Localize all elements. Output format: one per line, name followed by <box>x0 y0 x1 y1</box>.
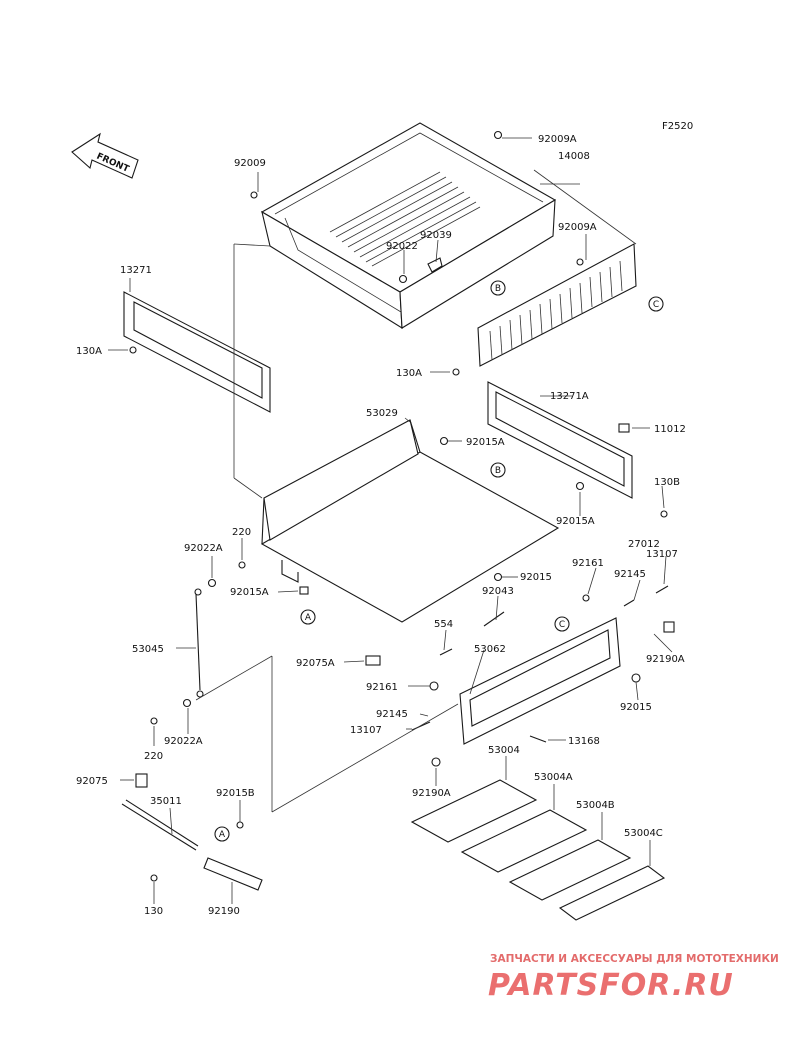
label-92075: 92075 <box>76 776 108 787</box>
label-13168: 13168 <box>568 736 600 747</box>
label-53062: 53062 <box>474 644 506 655</box>
callout-a-bottom: A <box>214 826 230 842</box>
label-13271: 13271 <box>120 265 152 276</box>
label-27012: 27012 <box>628 539 660 550</box>
label-92161-top: 92161 <box>572 558 604 569</box>
pipe-92190-drawing <box>203 857 263 891</box>
label-13107-mid: 13107 <box>350 725 382 736</box>
callout-a-mid: A <box>300 609 316 625</box>
label-92015A-top: 92015A <box>466 437 505 448</box>
side-rail-13271A-drawing <box>487 381 633 499</box>
label-14008: 14008 <box>558 151 590 162</box>
carrier-frame-drawing <box>260 419 560 623</box>
label-92009: 92009 <box>234 158 266 169</box>
mat-53004C-drawing <box>558 865 666 921</box>
label-53004: 53004 <box>488 745 520 756</box>
svg-text:A: A <box>219 830 226 840</box>
svg-text:B: B <box>495 466 501 476</box>
label-11012: 11012 <box>654 424 686 435</box>
label-35011: 35011 <box>150 796 182 807</box>
side-rail-13271-drawing <box>123 291 271 413</box>
guide-lines <box>195 169 637 813</box>
label-53004C: 53004C <box>624 828 663 839</box>
label-130A-mid: 130A <box>396 368 422 379</box>
label-53045: 53045 <box>132 644 164 655</box>
label-92145-top: 92145 <box>614 569 646 580</box>
front-arrow-icon: FRONT <box>71 132 139 179</box>
label-13107-top: 13107 <box>646 549 678 560</box>
rod-35011-drawing <box>121 799 199 851</box>
label-92015A-right: 92015A <box>556 516 595 527</box>
tailgate-frame-drawing <box>459 617 621 745</box>
svg-text:C: C <box>653 300 659 310</box>
label-13271A: 13271A <box>550 391 589 402</box>
label-92039: 92039 <box>420 230 452 241</box>
callout-b-mid: B <box>490 462 506 478</box>
mat-53004-drawing <box>410 779 538 843</box>
label-92015-right: 92015 <box>620 702 652 713</box>
label-92009A-right: 92009A <box>558 222 597 233</box>
stay-rod-53045-drawing <box>194 588 204 698</box>
figure-code: F2520 <box>662 121 693 132</box>
hardware-fasteners-drawing <box>129 130 675 882</box>
cargo-bed-drawing <box>260 122 557 330</box>
label-92161-mid: 92161 <box>366 682 398 693</box>
callout-c-mid: C <box>554 616 570 632</box>
callout-b-top: B <box>490 280 506 296</box>
label-92190: 92190 <box>208 906 240 917</box>
label-554: 554 <box>434 619 453 630</box>
label-92009A-top: 92009A <box>538 134 577 145</box>
label-220-bottom: 220 <box>144 751 163 762</box>
label-53004A: 53004A <box>534 772 573 783</box>
label-92190A-right: 92190A <box>646 654 685 665</box>
label-92022A-bottom: 92022A <box>164 736 203 747</box>
label-92145-mid: 92145 <box>376 709 408 720</box>
label-220-top: 220 <box>232 527 251 538</box>
svg-text:B: B <box>495 284 501 294</box>
svg-text:C: C <box>559 620 565 630</box>
label-92015B: 92015B <box>216 788 255 799</box>
label-92190A-bottom: 92190A <box>412 788 451 799</box>
label-53029: 53029 <box>366 408 398 419</box>
label-53004B: 53004B <box>576 800 615 811</box>
mat-53004B-drawing <box>508 839 632 901</box>
callout-c-top: C <box>648 296 664 312</box>
watermark-brand: PARTSFOR.RU <box>488 968 734 1003</box>
leader-lines <box>108 137 673 904</box>
label-130B: 130B <box>654 477 680 488</box>
label-130A-left: 130A <box>76 346 102 357</box>
label-92043: 92043 <box>482 586 514 597</box>
label-92015A-left: 92015A <box>230 587 269 598</box>
label-92075A: 92075A <box>296 658 335 669</box>
label-92022A-top: 92022A <box>184 543 223 554</box>
watermark-tagline: ЗАПЧАСТИ И АКСЕССУАРЫ ДЛЯ МОТОТЕХНИКИ <box>490 953 779 965</box>
mat-53004A-drawing <box>460 809 588 873</box>
svg-text:A: A <box>305 613 312 623</box>
label-92022: 92022 <box>386 241 418 252</box>
label-92015: 92015 <box>520 572 552 583</box>
label-130: 130 <box>144 906 163 917</box>
tailgate-panel-drawing <box>477 243 637 367</box>
